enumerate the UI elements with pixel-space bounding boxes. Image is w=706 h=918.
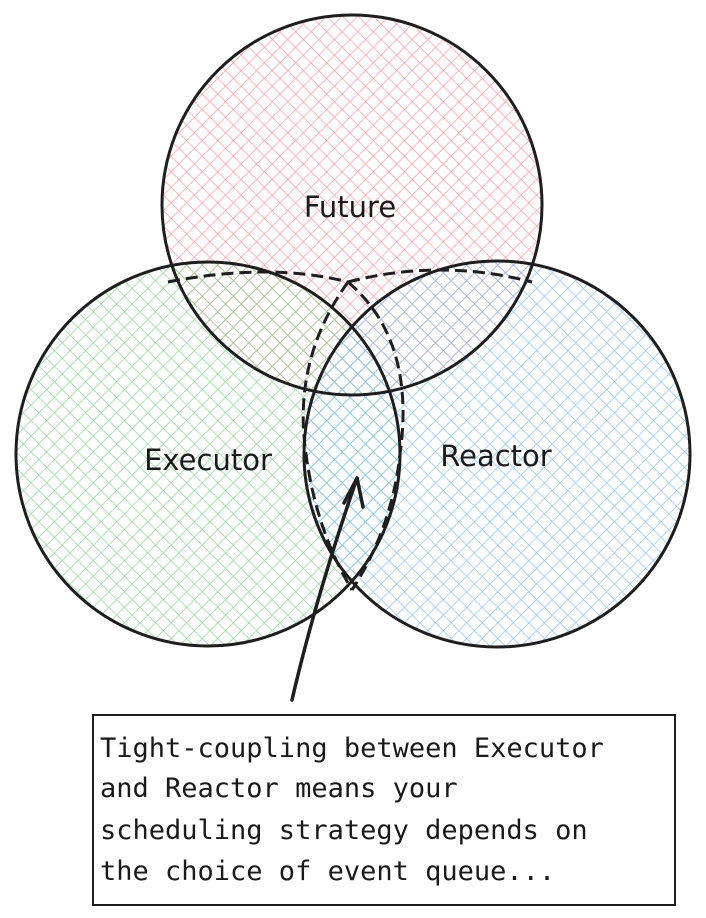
annotation-line-4: the choice of event queue... [100, 856, 555, 887]
reactor-circle [302, 259, 692, 649]
executor-circle-fill [16, 262, 400, 646]
annotation-box [92, 714, 676, 906]
reactor-label: Reactor [440, 439, 552, 473]
future-executor-dashed-arc [167, 270, 349, 284]
reactor-circle-fill [304, 261, 690, 647]
annotation-line-1: Tight-coupling between Executor [100, 733, 604, 764]
annotation-arrow [290, 476, 365, 702]
annotation-line-2: and Reactor means your [100, 773, 458, 804]
executor-reactor-intersection-dashed-right [347, 280, 405, 591]
future-label: Future [304, 190, 396, 224]
executor-label: Executor [144, 443, 272, 477]
future-circle [160, 13, 544, 397]
annotation-line-3: scheduling strategy depends on [100, 815, 588, 846]
arrow-head [342, 476, 365, 509]
future-reactor-dashed-arc [347, 268, 533, 284]
arrow-shaft [290, 476, 359, 702]
